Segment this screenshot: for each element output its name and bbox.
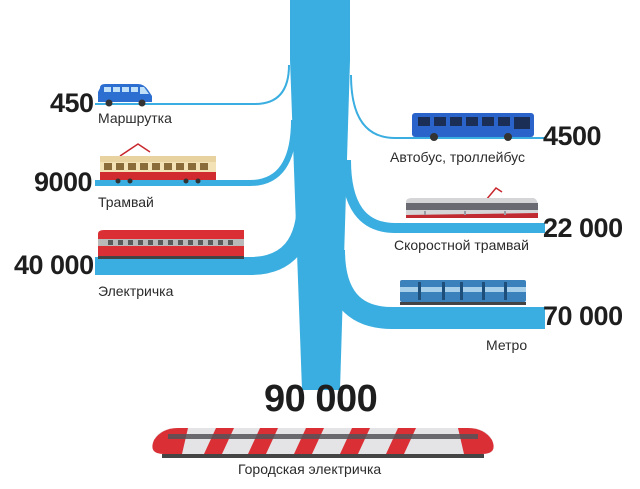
minibus-icon <box>98 84 152 107</box>
label-metro: Метро <box>486 337 528 353</box>
stream-tram <box>95 119 297 186</box>
stream-lrt <box>341 159 545 233</box>
suburban-train-icon <box>98 230 244 259</box>
value-bus: 4500 <box>543 121 602 151</box>
label-bus: Автобус, троллейбус <box>390 149 526 165</box>
stream-elektrichka <box>95 199 315 275</box>
stream-metro <box>323 249 545 329</box>
label-minibus: Маршрутка <box>98 110 172 126</box>
stream-bus <box>350 74 545 139</box>
tram-icon <box>100 143 216 184</box>
value-metro: 70 000 <box>543 301 623 331</box>
metro-train-icon <box>400 280 526 305</box>
value-lrt: 22 000 <box>543 213 623 243</box>
bus-icon <box>412 113 534 141</box>
value-minibus: 450 <box>50 88 94 118</box>
label-elektrichka: Электричка <box>98 283 174 299</box>
value-tram: 9000 <box>34 167 93 197</box>
light-rail-icon <box>406 187 538 218</box>
trunk-stream <box>290 0 350 390</box>
label-total: Городская электричка <box>238 461 382 477</box>
label-lrt: Скоростной трамвай <box>394 237 529 253</box>
label-tram: Трамвай <box>98 194 154 210</box>
value-elektrichka: 40 000 <box>14 250 94 280</box>
stream-minibus <box>95 64 290 105</box>
value-total: 90 000 <box>264 378 378 420</box>
city-train-icon <box>152 428 494 458</box>
